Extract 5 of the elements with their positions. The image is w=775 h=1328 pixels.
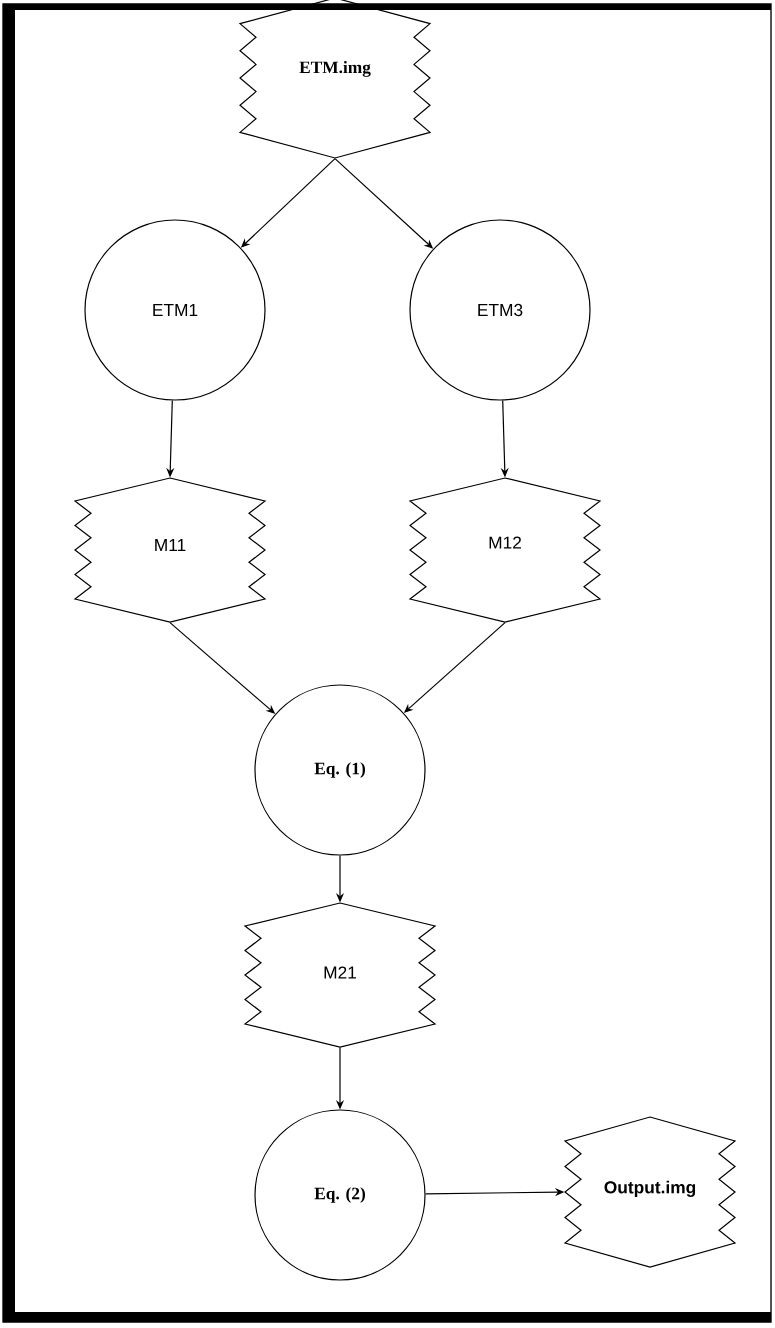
zigzag-hexagon: M12 [408, 477, 602, 623]
zigzag-hexagon: M21 [243, 902, 437, 1048]
zigzag-hexagon: ETM.img [238, 0, 432, 159]
zigzag-hexagon: M11 [73, 477, 267, 623]
zigzag-hexagon: Output.img [563, 1116, 737, 1268]
